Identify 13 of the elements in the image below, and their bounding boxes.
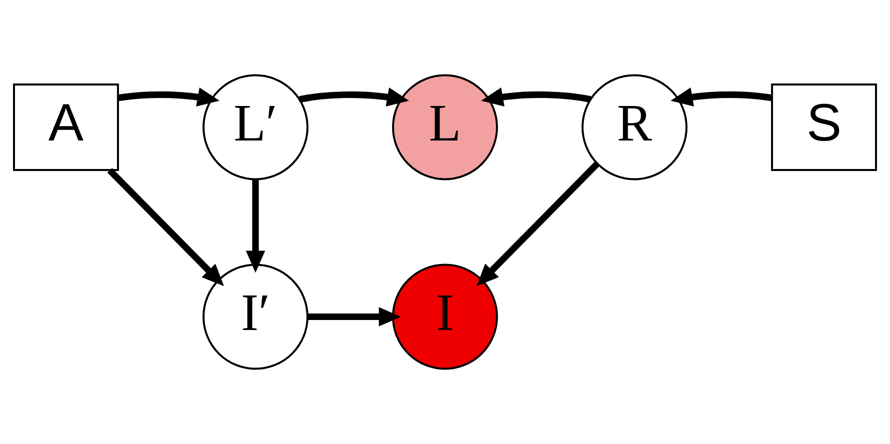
arrow — [670, 87, 772, 106]
node-circle: L — [392, 74, 498, 180]
node-box: A — [13, 83, 119, 171]
arrow — [476, 161, 600, 286]
node-circle: L′ — [202, 74, 308, 180]
node-circle: R — [582, 74, 688, 180]
arrow — [299, 87, 410, 106]
arrow — [481, 87, 592, 106]
node-box: S — [771, 83, 877, 171]
arrow — [107, 168, 224, 286]
arrow — [308, 307, 401, 326]
arrow — [246, 179, 266, 273]
arrow — [118, 87, 220, 106]
